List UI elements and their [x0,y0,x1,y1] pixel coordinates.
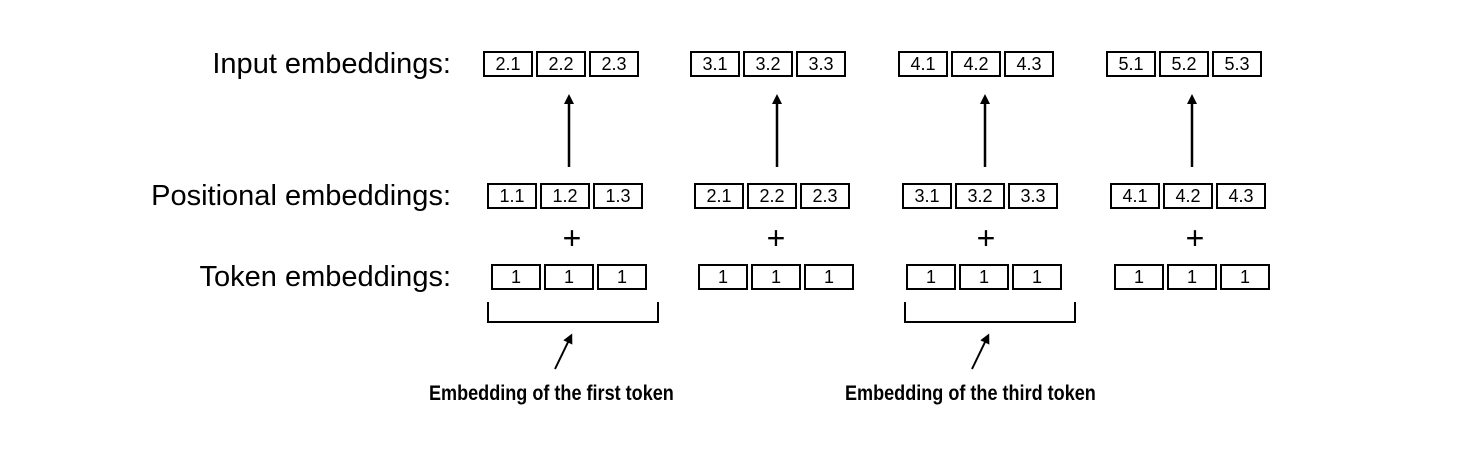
input-embedding-value: 3.2 [743,51,793,77]
positional-embedding-value: 1.2 [540,183,590,209]
positional-embedding-value: 4.1 [1110,183,1160,209]
input-embedding-token-3: 4.1 4.2 4.3 [898,51,1054,77]
positional-embedding-value: 3.1 [902,183,952,209]
input-embedding-value: 4.2 [951,51,1001,77]
token-embedding-token-4: 1 1 1 [1114,264,1270,290]
token-embedding-value: 1 [1167,264,1217,290]
plus-sign: + [1185,220,1205,256]
plus-sign: + [562,220,582,256]
input-embedding-value: 3.1 [690,51,740,77]
positional-embeddings-label: Positional embeddings: [151,180,451,212]
token-embedding-value: 1 [1220,264,1270,290]
pointer-arrow-third-token [971,333,990,370]
input-embeddings-label: Input embeddings: [212,48,451,80]
positional-embedding-value: 1.3 [593,183,643,209]
token-embedding-value: 1 [491,264,541,290]
positional-embedding-token-2: 2.1 2.2 2.3 [694,183,850,209]
input-embedding-value: 5.1 [1106,51,1156,77]
token-embedding-value: 1 [959,264,1009,290]
token-embedding-value: 1 [804,264,854,290]
first-token-caption: Embedding of the first token [429,382,674,405]
token-embedding-value: 1 [597,264,647,290]
pointer-arrow-first-token [554,333,573,370]
positional-embedding-value: 2.1 [694,183,744,209]
input-embedding-value: 4.1 [898,51,948,77]
positional-embedding-value: 3.3 [1008,183,1058,209]
input-embedding-value: 5.2 [1159,51,1209,77]
input-embedding-token-1: 2.1 2.2 2.3 [483,51,639,77]
positional-embedding-value: 4.2 [1163,183,1213,209]
positional-embedding-value: 4.3 [1216,183,1266,209]
positional-embedding-token-3: 3.1 3.2 3.3 [902,183,1058,209]
positional-embedding-value: 2.2 [747,183,797,209]
input-embedding-token-2: 3.1 3.2 3.3 [690,51,846,77]
token-embedding-token-1: 1 1 1 [491,264,647,290]
token-embeddings-label: Token embeddings: [199,261,452,293]
token-embedding-token-3: 1 1 1 [906,264,1062,290]
token-embedding-value: 1 [1114,264,1164,290]
bracket-first-token [487,302,659,323]
input-embedding-value: 2.2 [536,51,586,77]
token-embedding-value: 1 [751,264,801,290]
token-embedding-value: 1 [698,264,748,290]
token-embedding-value: 1 [906,264,956,290]
third-token-caption: Embedding of the third token [845,382,1096,405]
positional-embedding-value: 2.3 [800,183,850,209]
token-embedding-token-2: 1 1 1 [698,264,854,290]
input-embedding-value: 4.3 [1004,51,1054,77]
input-embedding-value: 5.3 [1212,51,1262,77]
token-embedding-value: 1 [1012,264,1062,290]
input-embedding-value: 2.3 [589,51,639,77]
positional-embedding-value: 1.1 [487,183,537,209]
bracket-third-token [904,302,1076,323]
input-embedding-value: 3.3 [796,51,846,77]
plus-sign: + [766,220,786,256]
positional-embedding-token-1: 1.1 1.2 1.3 [487,183,643,209]
token-embedding-value: 1 [544,264,594,290]
positional-embedding-token-4: 4.1 4.2 4.3 [1110,183,1266,209]
plus-sign: + [976,220,996,256]
input-embedding-token-4: 5.1 5.2 5.3 [1106,51,1262,77]
input-embedding-value: 2.1 [483,51,533,77]
positional-embedding-value: 3.2 [955,183,1005,209]
